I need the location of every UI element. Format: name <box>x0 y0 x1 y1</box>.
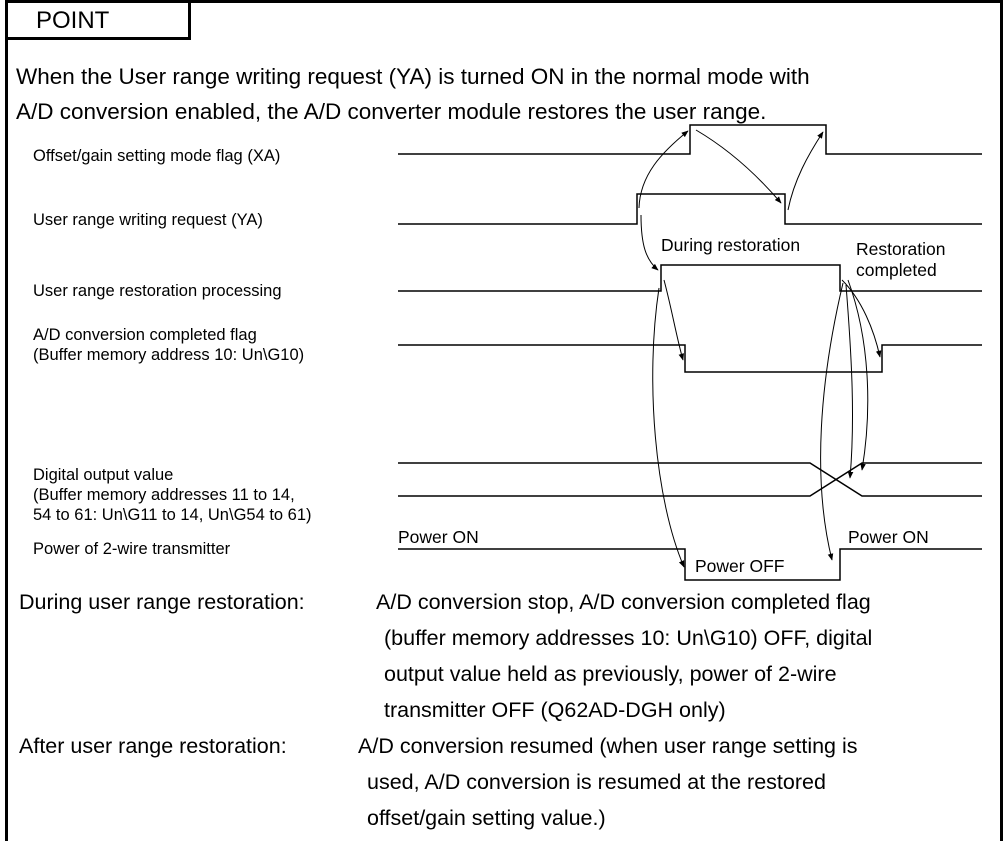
annotation-power-on-left: Power ON <box>398 527 479 547</box>
waveform-digital-output-lower <box>398 462 982 497</box>
intro-line-2: A/D conversion enabled, the A/D converte… <box>16 99 767 124</box>
label-digital-output-3: 54 to 61: Un\G11 to 14, Un\G54 to 61) <box>33 506 312 524</box>
arrow-completed-to-power-on <box>820 282 844 561</box>
arrow-completed-to-output-change <box>845 284 854 479</box>
label-offset-gain-flag: Offset/gain setting mode flag (XA) <box>33 147 281 165</box>
arrow-restoration-to-power-off <box>652 287 685 568</box>
intro-line-1: When the User range writing request (YA)… <box>16 64 810 89</box>
annotation-during-restoration: During restoration <box>661 235 801 255</box>
point-frame <box>5 0 1003 841</box>
label-restoration-processing: User range restoration processing <box>33 282 282 300</box>
label-conversion-completed-2: (Buffer memory address 10: Un\G10) <box>33 346 305 364</box>
arrow-request-to-restoration <box>640 214 659 271</box>
label-digital-output-2: (Buffer memory addresses 11 to 14, <box>33 486 295 504</box>
annotation-restoration-completed-1: Restoration <box>856 239 946 259</box>
waveform-restoration-processing <box>398 264 982 292</box>
note-after-line-3: offset/gain setting value.) <box>367 806 606 830</box>
note-during-line-4: transmitter OFF (Q62AD-DGH only) <box>384 698 726 722</box>
waveform-offset-gain-flag <box>398 124 982 155</box>
arrow-completed-to-output-change-2 <box>847 279 869 471</box>
label-user-range-write-request: User range writing request (YA) <box>33 211 263 229</box>
note-after-line-2: used, A/D conversion is resumed at the r… <box>367 770 826 794</box>
note-after-label: After user range restoration: <box>19 734 287 758</box>
waveform-conversion-completed <box>398 344 982 373</box>
waveform-transmitter-power <box>398 548 982 581</box>
label-conversion-completed-1: A/D conversion completed flag <box>33 326 257 344</box>
arrow-request-off-to-flag-off <box>787 131 824 211</box>
waveform-user-range-write-request <box>398 193 982 225</box>
arrow-request-to-flag-on <box>638 130 689 209</box>
note-after-line-1: A/D conversion resumed (when user range … <box>358 734 858 758</box>
note-during-line-1: A/D conversion stop, A/D conversion comp… <box>376 590 871 614</box>
waveform-digital-output-upper <box>398 462 982 497</box>
annotation-restoration-completed-2: completed <box>856 260 937 280</box>
label-transmitter-power: Power of 2-wire transmitter <box>33 540 231 558</box>
point-tab: POINT <box>5 0 191 40</box>
arrow-flag-on-to-request-off <box>695 129 782 204</box>
note-during-line-2: (buffer memory addresses 10: Un\G10) OFF… <box>384 626 873 650</box>
note-during-line-3: output value held as previously, power o… <box>384 662 837 686</box>
label-digital-output-1: Digital output value <box>33 466 174 484</box>
arrow-completed-to-conversion-on <box>841 279 882 358</box>
note-during-label: During user range restoration: <box>19 590 305 614</box>
annotation-power-on-right: Power ON <box>848 527 929 547</box>
arrow-restoration-to-conversion-off <box>663 279 684 361</box>
annotation-power-off: Power OFF <box>695 556 785 576</box>
